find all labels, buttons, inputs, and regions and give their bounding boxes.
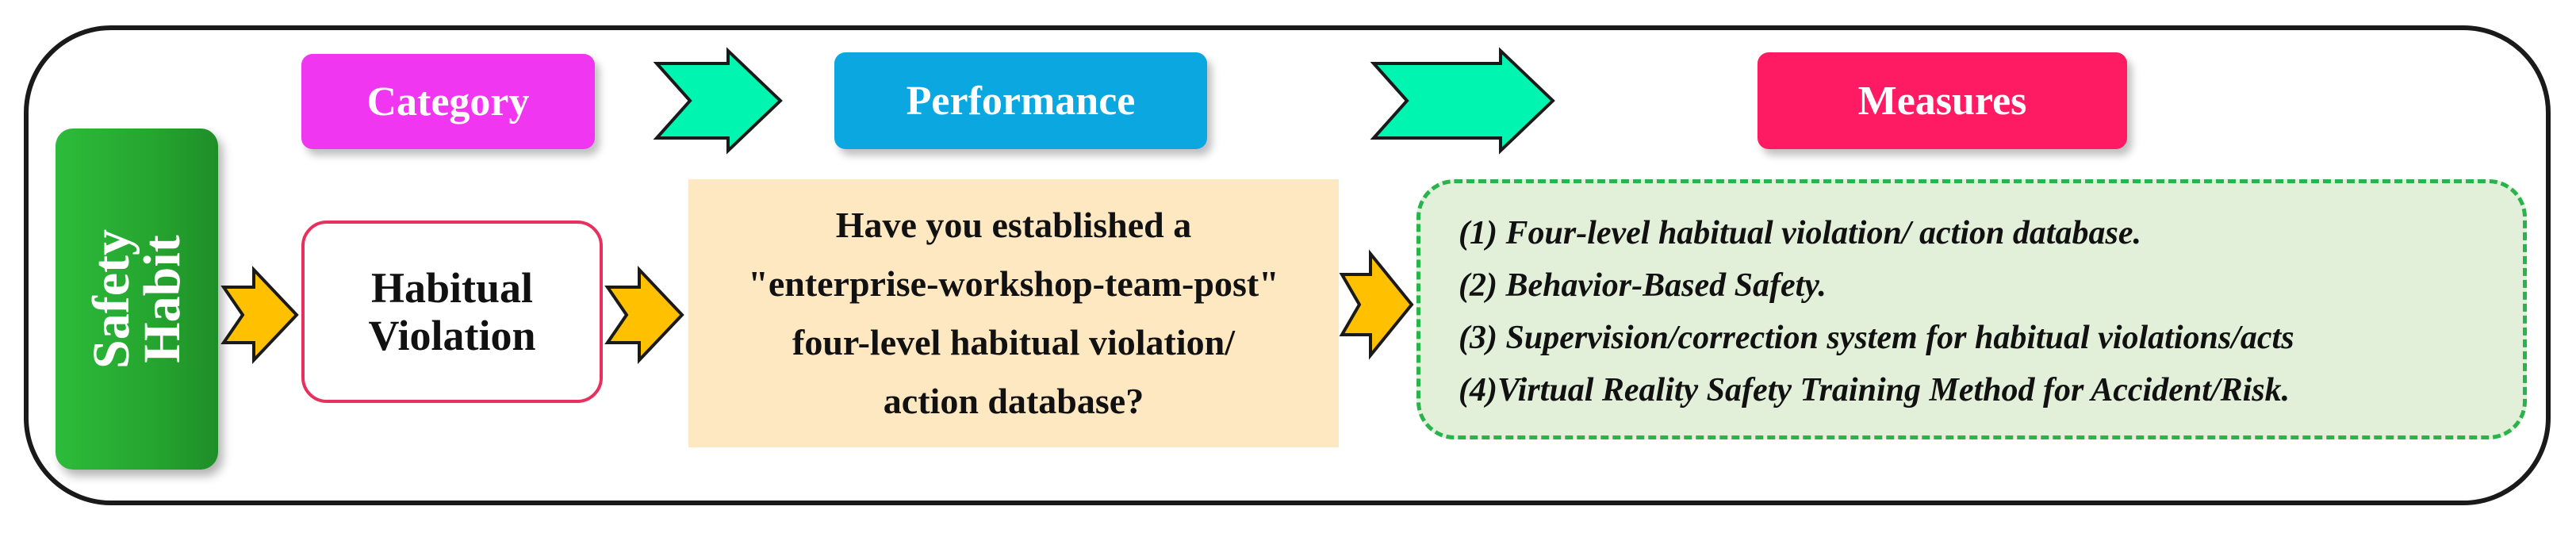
performance-line-4: action database?: [883, 381, 1144, 421]
flow-arrow-1-icon: [220, 265, 299, 365]
measures-list-box: (1) Four-level habitual violation/ actio…: [1416, 179, 2527, 439]
measures-header: Measures: [1758, 52, 2127, 149]
habitual-violation-box: Habitual Violation: [301, 221, 603, 403]
performance-header-label: Performance: [906, 78, 1136, 124]
performance-line-1: Have you established a: [835, 205, 1192, 245]
safety-habit-label: Safety Habit: [82, 229, 191, 369]
measure-item-1: (1) Four-level habitual violation/ actio…: [1459, 215, 2141, 251]
safety-habit-box: Safety Habit: [56, 128, 218, 470]
measure-item-2: (2) Behavior-Based Safety.: [1459, 267, 1827, 304]
header-arrow-2-icon: [1370, 47, 1555, 155]
performance-header: Performance: [834, 52, 1207, 149]
measure-item-4: (4)Virtual Reality Safety Training Metho…: [1459, 372, 2290, 409]
performance-line-2: "enterprise-workshop-team-post": [748, 263, 1279, 304]
performance-line-3: four-level habitual violation/: [792, 322, 1235, 362]
flow-arrow-3-icon: [1339, 249, 1414, 360]
category-header-label: Category: [366, 79, 530, 125]
category-header: Category: [301, 54, 595, 149]
measures-header-label: Measures: [1857, 78, 2027, 124]
flow-arrow-2-icon: [604, 265, 684, 365]
habitual-violation-line-1: Habitual: [370, 264, 534, 312]
safety-habit-line-1: Safety: [82, 229, 140, 369]
safety-habit-line-2: Habit: [132, 235, 191, 363]
performance-question-box: Have you established a "enterprise-works…: [688, 179, 1339, 447]
diagram-frame: [24, 25, 2551, 505]
measure-item-3: (3) Supervision/correction system for ha…: [1459, 320, 2294, 356]
header-arrow-1-icon: [653, 47, 783, 155]
habitual-violation-line-2: Violation: [368, 312, 536, 359]
